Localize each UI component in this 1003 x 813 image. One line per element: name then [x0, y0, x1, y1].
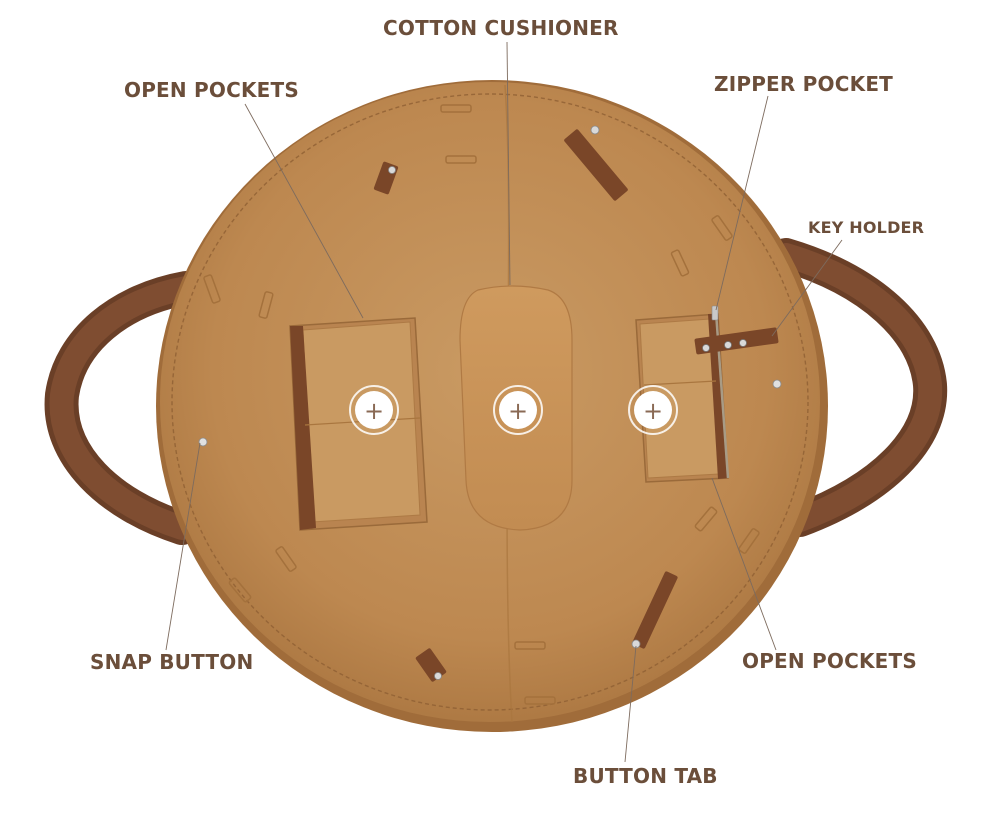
label-button-tab: BUTTON TAB: [573, 764, 718, 788]
label-key-holder: KEY HOLDER: [808, 218, 925, 237]
plus-icon: +: [508, 397, 528, 425]
label-open-pockets-left: OPEN POCKETS: [124, 78, 299, 102]
label-open-pockets-right: OPEN POCKETS: [742, 649, 917, 673]
label-cotton-cushioner: COTTON CUSHIONER: [383, 16, 619, 40]
snap-buttons: [198, 379, 782, 447]
hotspot-right-pocket[interactable]: +: [628, 385, 678, 435]
hotspot-left-pocket[interactable]: +: [349, 385, 399, 435]
leader-lines: [165, 41, 843, 763]
button-tabs: [373, 125, 678, 682]
open-pocket-right: [635, 313, 729, 483]
plus-icon: +: [643, 397, 663, 425]
hotspot-cushion[interactable]: +: [493, 385, 543, 435]
label-zipper-pocket: ZIPPER POCKET: [714, 72, 894, 96]
plus-icon: +: [364, 397, 384, 425]
handle-right: [769, 238, 948, 537]
open-pocket-left: [289, 317, 428, 531]
strap-slots: [203, 104, 760, 705]
handle-left: [44, 271, 203, 545]
label-snap-button: SNAP BUTTON: [90, 650, 254, 674]
key-holder: [694, 327, 779, 355]
